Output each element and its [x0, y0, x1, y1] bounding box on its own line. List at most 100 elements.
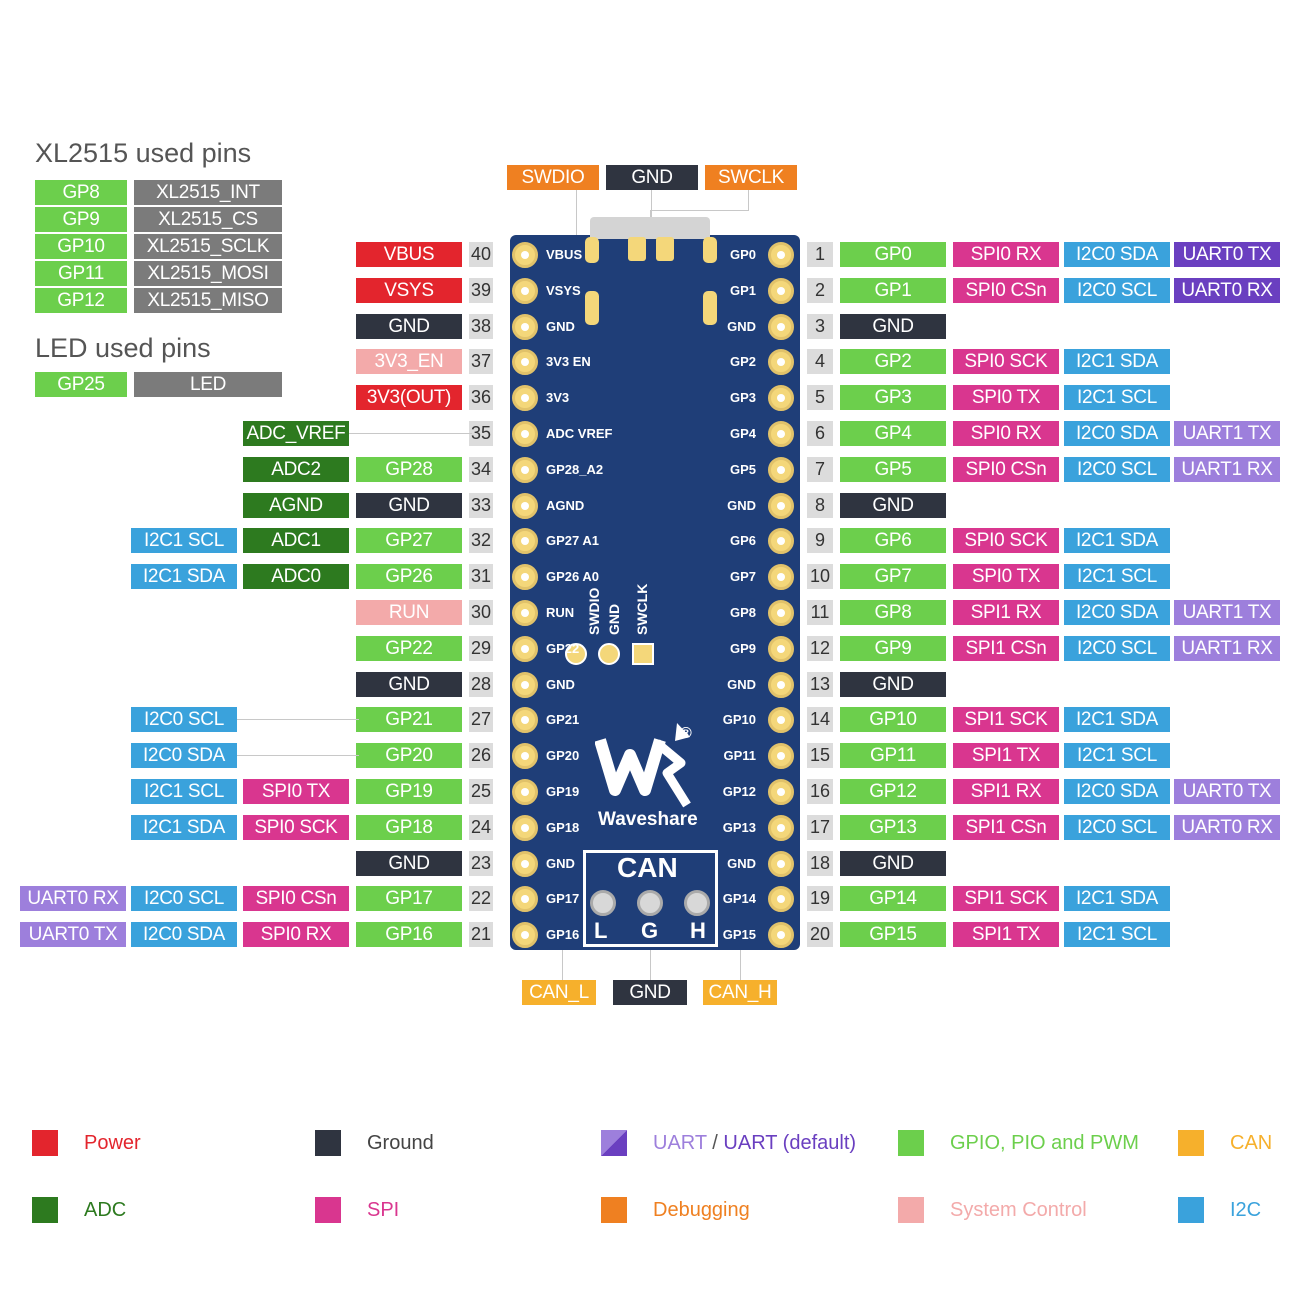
bottom-label-can-h: CAN_H	[703, 980, 777, 1005]
silk-label: GP0	[729, 247, 756, 262]
pin-25-tag: I2C1 SCL	[131, 779, 237, 804]
pin-11-tag: I2C0 SDA	[1064, 600, 1170, 625]
pin-number-8: 8	[807, 492, 833, 518]
pin-26-tag: GP20	[356, 743, 462, 769]
pin-number-22: 22	[469, 886, 493, 912]
legend-label-ground: Ground	[367, 1132, 434, 1154]
pin-24-tag: GP18	[356, 814, 462, 840]
pin-5-tag: GP3	[840, 385, 946, 411]
pin-number-36: 36	[469, 385, 493, 411]
pin-9-tag: I2C1 SDA	[1064, 528, 1170, 554]
pin-16-tag: I2C0 SDA	[1064, 779, 1170, 804]
pin-17-tag: UART0 RX	[1174, 814, 1280, 840]
pin-40-tag: VBUS	[356, 242, 462, 267]
pin-20-tag: SPI1 TX	[953, 922, 1059, 948]
can-h-leader	[740, 950, 741, 980]
pin-17-tag: SPI1 CSn	[953, 814, 1059, 840]
silk-label: VBUS	[546, 247, 583, 262]
usb-pad	[656, 237, 674, 261]
swclk-leader-a	[748, 190, 749, 210]
pin-pad-24	[512, 814, 538, 841]
pico-board: SWDIO GND SWCLK ® Waveshare CAN L G H	[510, 217, 800, 950]
pin-20-tag: I2C1 SCL	[1064, 922, 1170, 948]
silk-label: GP11	[723, 748, 756, 764]
pin-38-tag: GND	[356, 313, 462, 339]
pin-32-tag: GP27	[356, 528, 462, 554]
pin-7-tag: UART1 RX	[1174, 456, 1280, 482]
pin-33-tag: AGND	[243, 492, 349, 518]
silk-label: 3V3 EN	[546, 354, 591, 370]
pin-3-tag: GND	[840, 313, 946, 339]
pin-12-tag: GP9	[840, 635, 946, 661]
pin-7-tag: SPI0 CSn	[953, 456, 1059, 482]
silk-label: GP8	[729, 605, 756, 620]
pin-number-30: 30	[469, 600, 493, 625]
xl2515-function-tag: XL2515_INT	[134, 180, 282, 205]
pin-6-tag: SPI0 RX	[953, 421, 1059, 446]
legend-label-spi: SPI	[367, 1199, 400, 1221]
pin-31-tag: ADC0	[243, 564, 349, 590]
pin-number-29: 29	[469, 635, 493, 661]
pin-32-tag: I2C1 SCL	[131, 528, 237, 554]
swclk-leader-b	[650, 210, 749, 211]
legend-uart-default-label: UART (default)	[723, 1132, 857, 1154]
can-h-letter: H	[690, 918, 706, 943]
can-title: CAN	[617, 852, 678, 883]
pin-number-9: 9	[807, 528, 833, 554]
silk-label: GND	[727, 318, 756, 334]
pin-36-tag: 3V3(OUT)	[356, 385, 462, 411]
silk-swclk: SWCLK	[634, 583, 650, 635]
usb-pad	[585, 237, 599, 263]
xl2515-gpio-tag: GP8	[35, 180, 127, 205]
silk-label: GP14	[722, 891, 756, 907]
pin-14-tag: GP10	[840, 707, 946, 733]
pin-pad-12	[768, 635, 794, 662]
silk-label: GP3	[729, 390, 756, 406]
pin-11-tag: GP8	[840, 600, 946, 625]
pin-number-16: 16	[807, 779, 833, 804]
pin-19-tag: SPI1 SCK	[953, 886, 1059, 912]
pin-31-tag: GP26	[356, 564, 462, 590]
pin-6-tag: GP4	[840, 421, 946, 446]
pin-24-tag: I2C1 SDA	[131, 814, 237, 840]
pin-pad-35	[512, 421, 538, 447]
pin-pad-10	[768, 564, 794, 591]
pin-16-tag: SPI1 RX	[953, 779, 1059, 804]
legend-label-power: Power	[84, 1132, 141, 1154]
brand-name: Waveshare	[598, 809, 698, 830]
silk-label: GP28_A2	[546, 461, 604, 477]
pin-pad-2	[768, 277, 794, 304]
legend-uart-label: UART	[653, 1132, 707, 1154]
xl2515-function-tag: XL2515_MOSI	[134, 261, 282, 286]
pin-21-tag: I2C0 SDA	[131, 922, 237, 948]
pin-pad-28	[512, 671, 538, 698]
pin-21-tag: SPI0 RX	[243, 922, 349, 948]
pin-34-tag: GP28	[356, 456, 462, 482]
pin-12-tag: I2C0 SCL	[1064, 635, 1170, 661]
pin-pad-15	[768, 743, 794, 770]
pin-number-2: 2	[807, 277, 833, 303]
silk-label: 3V3	[546, 390, 570, 406]
gnd-top-leader	[651, 190, 652, 220]
pin-1-tag: I2C0 SDA	[1064, 242, 1170, 267]
pin-7-tag: GP5	[840, 456, 946, 482]
silk-label: GND	[546, 676, 575, 692]
pin-pad-30	[512, 600, 538, 626]
pin-number-7: 7	[807, 456, 833, 482]
usb-pad	[585, 291, 599, 325]
pin-pad-13	[768, 671, 794, 698]
pin-22-tag: I2C0 SCL	[131, 886, 237, 912]
pin-pad-9	[768, 528, 794, 555]
pin-32-tag: ADC1	[243, 528, 349, 554]
pin-7-tag: I2C0 SCL	[1064, 456, 1170, 482]
silk-label: GND	[727, 497, 756, 513]
swclk-testpad	[632, 643, 654, 665]
pin-20-tag: GP15	[840, 922, 946, 948]
pin-23-tag: GND	[356, 850, 462, 876]
legend-swatch-uart	[601, 1130, 627, 1156]
silk-label: GP26 A0	[546, 569, 599, 585]
silk-label: GP22	[546, 640, 580, 656]
pin-number-40: 40	[469, 242, 493, 267]
pin-27-tag: GP21	[356, 707, 462, 733]
silk-label: GP12	[722, 784, 756, 799]
